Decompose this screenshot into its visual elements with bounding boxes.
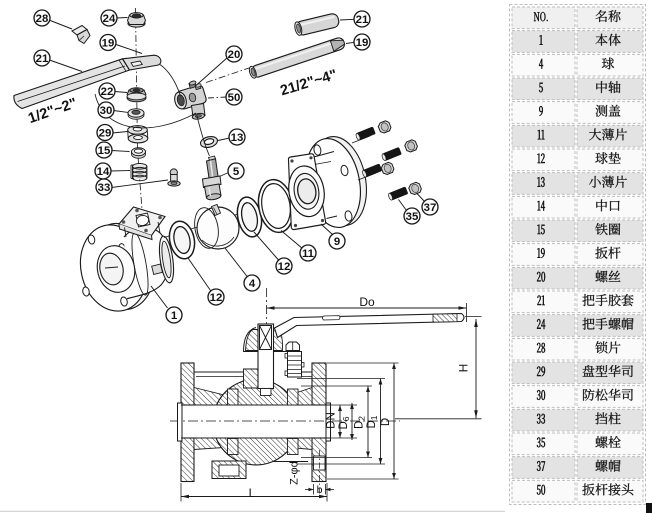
svg-text:14: 14 (97, 166, 110, 178)
svg-text:L: L (249, 486, 256, 500)
svg-text:9: 9 (334, 236, 340, 248)
svg-text:b: b (317, 484, 323, 496)
svg-text:11: 11 (302, 248, 315, 260)
svg-text:1: 1 (171, 310, 178, 322)
svg-text:Do: Do (359, 295, 375, 309)
svg-text:37: 37 (424, 202, 437, 214)
svg-text:H: H (457, 364, 471, 373)
svg-text:29: 29 (99, 128, 112, 140)
svg-text:4: 4 (249, 278, 256, 290)
svg-text:50: 50 (228, 92, 241, 104)
svg-text:D: D (380, 418, 392, 426)
svg-text:12: 12 (278, 261, 291, 273)
svg-text:21: 21 (356, 14, 369, 26)
svg-text:DN: DN (326, 412, 338, 429)
svg-text:30: 30 (100, 105, 113, 117)
svg-text:21: 21 (36, 53, 49, 65)
svg-text:22: 22 (101, 86, 114, 98)
svg-text:24: 24 (103, 13, 116, 25)
svg-text:Z-φd: Z-φd (289, 461, 301, 485)
svg-text:35: 35 (406, 211, 419, 223)
svg-text:D6: D6 (338, 416, 351, 429)
svg-text:13: 13 (231, 132, 244, 144)
svg-text:15: 15 (98, 145, 111, 157)
svg-text:19: 19 (102, 38, 115, 50)
svg-text:19: 19 (356, 37, 369, 49)
svg-text:28: 28 (36, 13, 49, 25)
svg-text:D2: D2 (354, 416, 367, 429)
svg-text:33: 33 (98, 182, 111, 194)
svg-text:20: 20 (228, 49, 241, 61)
svg-text:5: 5 (233, 166, 240, 178)
svg-text:D1: D1 (366, 415, 379, 428)
svg-text:12: 12 (210, 292, 223, 304)
